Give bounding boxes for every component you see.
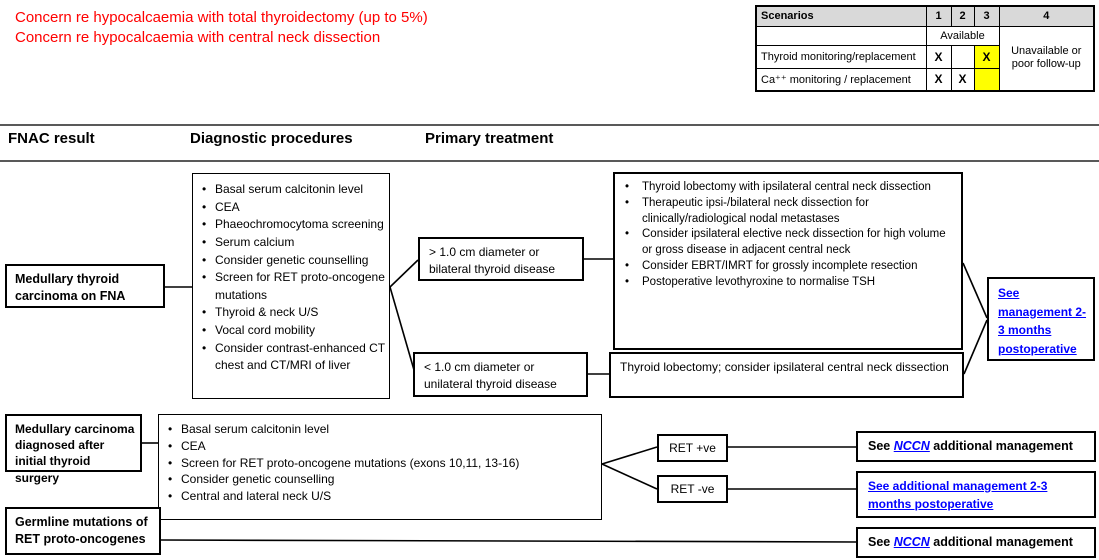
scenarios-empty-cell [755, 25, 927, 46]
list-item: CEA [202, 199, 385, 217]
post-surgery-diagnostics-box: Basal serum calcitonin level CEA Screen … [158, 414, 602, 520]
list-item: Central and lateral neck U/S [168, 488, 595, 505]
ret-negative-box: RET -ve [657, 475, 728, 503]
calcium-scenario2-mark: X [950, 67, 975, 92]
list-item: Consider genetic counselling [202, 252, 385, 270]
scenarios-unavailable-label: Unavailable or poor follow-up [998, 25, 1095, 92]
fna-diagnostics-box: Basal serum calcitonin level CEA Phaeoch… [192, 173, 390, 399]
column-header-fnac: FNAC result [8, 130, 95, 147]
post-surgery-box: Medullary carcinoma diagnosed after init… [5, 414, 142, 485]
concern-note-line2: Concern re hypocalcaemia with central ne… [15, 29, 381, 46]
list-item: Consider ipsilateral elective neck disse… [625, 227, 955, 259]
list-item: Screen for RET proto-oncogene mutations … [168, 455, 595, 472]
see-nccn-box-ret-positive[interactable]: See NCCN additional management [856, 431, 1096, 462]
list-item: Consider genetic counselling [168, 471, 595, 488]
nccn-link[interactable]: NCCN [893, 439, 930, 453]
see-additional-management-link-box[interactable]: See additional management 2-3 months pos… [856, 471, 1096, 518]
list-item: Postoperative levothyroxine to normalise… [625, 275, 955, 291]
list-item: Basal serum calcitonin level [202, 181, 385, 199]
list-item: Vocal cord mobility [202, 322, 385, 340]
list-item: Consider EBRT/IMRT for grossly incomplet… [625, 259, 955, 275]
germline-mutations-box: Germline mutations of RET proto-oncogene… [5, 507, 161, 555]
list-item: Thyroid lobectomy with ipsilateral centr… [625, 180, 955, 196]
fna-result-box: Medullary thyroid carcinoma on FNA [5, 264, 165, 308]
branch-small-tumour-box: < 1.0 cm diameter or unilateral thyroid … [413, 352, 588, 397]
scenarios-header-title: Scenarios [755, 5, 927, 27]
fna-diagnostics-list: Basal serum calcitonin level CEA Phaeoch… [202, 181, 385, 375]
list-item: CEA [168, 438, 595, 455]
column-header-primary: Primary treatment [425, 130, 554, 147]
list-item: Therapeutic ipsi-/bilateral neck dissect… [625, 196, 955, 228]
scenarios-col-3: 3 [973, 5, 1000, 27]
list-item: Screen for RET proto-oncogene mutations [202, 269, 385, 304]
scenarios-col-1: 1 [925, 5, 952, 27]
nccn-link[interactable]: NCCN [893, 535, 930, 549]
branch-large-tumour-box: > 1.0 cm diameter or bilateral thyroid d… [418, 237, 584, 281]
concern-note-line1: Concern re hypocalcaemia with total thyr… [15, 9, 428, 26]
see-management-link-box[interactable]: See management 2-3 months postoperative [987, 277, 1095, 361]
additional-management-label: additional management [929, 439, 1073, 453]
scenarios-col-2: 2 [950, 5, 975, 27]
header-rule-bottom [0, 160, 1099, 162]
list-item: Serum calcium [202, 234, 385, 252]
treatment-large-box: Thyroid lobectomy with ipsilateral centr… [613, 172, 963, 350]
additional-management-label: additional management [929, 535, 1073, 549]
list-item: Consider contrast-enhanced CT chest and … [202, 340, 385, 375]
list-item: Phaeochromocytoma screening [202, 216, 385, 234]
list-item: Thyroid & neck U/S [202, 304, 385, 322]
thyroid-scenario2-mark [950, 44, 975, 69]
calcium-scenario1-mark: X [925, 67, 952, 92]
calcium-scenario3-mark [973, 67, 1000, 92]
see-label: See [868, 439, 894, 453]
thyroid-scenario3-mark: X [973, 44, 1000, 69]
ret-positive-box: RET +ve [657, 434, 728, 462]
post-surgery-diagnostics-list: Basal serum calcitonin level CEA Screen … [168, 421, 595, 505]
treatment-small-box: Thyroid lobectomy; consider ipsilateral … [609, 352, 964, 398]
concern-notes: Concern re hypocalcaemia with total thyr… [15, 8, 428, 48]
header-rule-top [0, 124, 1099, 126]
scenarios-row-thyroid-label: Thyroid monitoring/replacement [755, 44, 927, 69]
column-header-diagnostic: Diagnostic procedures [190, 130, 353, 147]
scenarios-col-4: 4 [998, 5, 1095, 27]
see-label: See [868, 535, 894, 549]
treatment-large-list: Thyroid lobectomy with ipsilateral centr… [625, 180, 955, 290]
scenarios-table: Scenarios 1 2 3 4 Available Unavailable … [755, 5, 1095, 92]
see-management-link[interactable]: See management 2-3 months postoperative [998, 286, 1087, 356]
see-additional-management-link[interactable]: See additional management 2-3 months pos… [868, 479, 1048, 511]
list-item: Basal serum calcitonin level [168, 421, 595, 438]
scenarios-row-calcium-label: Ca⁺⁺ monitoring / replacement [755, 67, 927, 92]
scenarios-available-label: Available [925, 25, 1000, 46]
thyroid-scenario1-mark: X [925, 44, 952, 69]
see-nccn-box-germline[interactable]: See NCCN additional management [856, 527, 1096, 558]
